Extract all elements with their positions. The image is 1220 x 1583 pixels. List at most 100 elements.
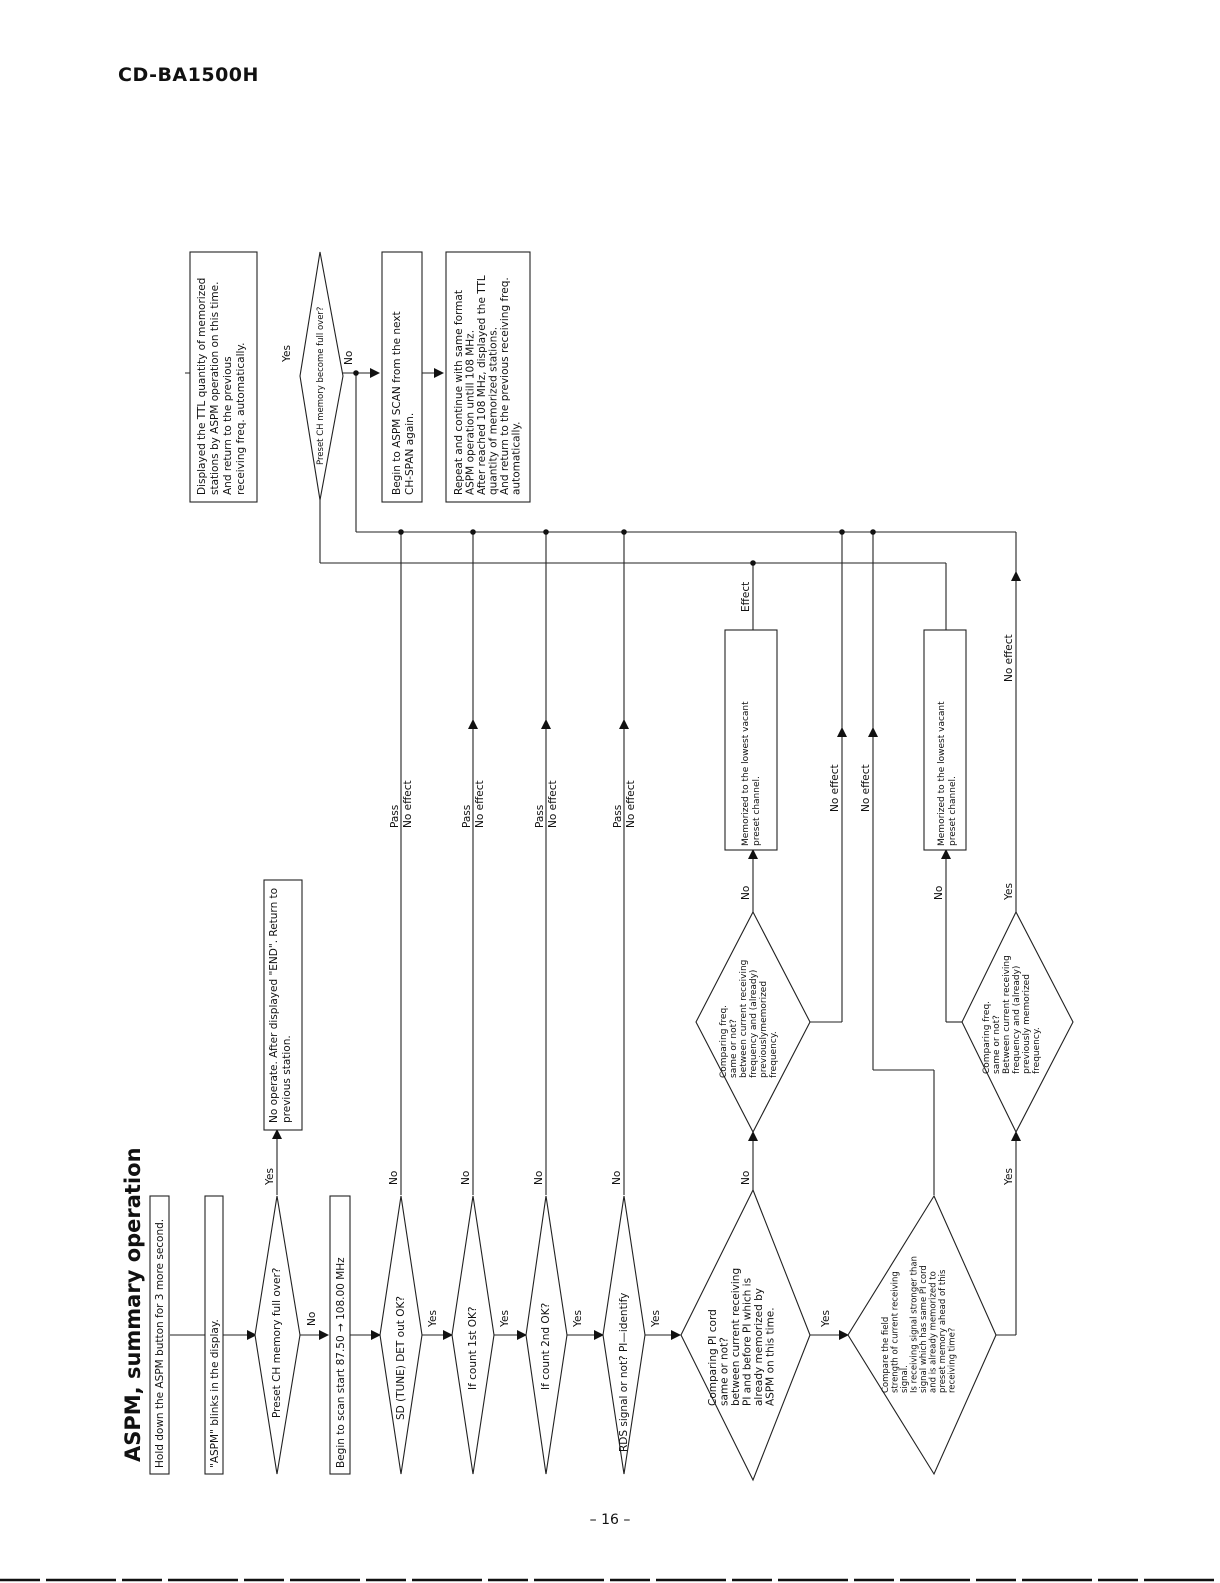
text-line: Comparing PI cord [707,1309,719,1406]
decision-count-2: If count 2nd OK? [525,1195,568,1475]
text-line: Begin to ASPM SCAN from the next [391,311,403,495]
text-line: Between current receiving [1002,955,1012,1074]
text-line: Memorized to the lowest vacant [741,701,751,846]
label-no: No [533,1171,545,1185]
label-effect: Effect [740,582,752,612]
text-line: previously memorized [1022,974,1032,1074]
label-yes: Yes [1003,1168,1015,1186]
text-line: CH-SPAN again. [404,413,416,495]
text-line: ASPM on this time. [765,1307,777,1406]
text-line: RDS signal or not? PI—identify [618,1293,630,1452]
label-pass: Pass [461,805,473,828]
text-line: Displayed the TTL quantity of memorized [196,278,208,495]
text-line: frequency and (already) [749,970,759,1078]
junction-dots [353,370,876,566]
text-line: ASPM operation untill 108 MHz. [465,330,477,495]
label-yes: Yes [499,1310,511,1328]
box-scan-start: Begin to scan start 87.50 → 108.00 MHz [329,1195,351,1475]
label-no: No [388,1171,400,1185]
text-line: Is receiving signal stronger than [910,1256,920,1393]
text-line: signal. [900,1365,910,1393]
text-line: Hold down the ASPM button for 3 more sec… [154,1219,166,1468]
text-line: preset channel. [948,776,958,846]
label-yes: Yes [427,1310,439,1328]
label-yes: Yes [1003,883,1015,901]
label-yes: Yes [264,1168,276,1186]
text-line: same or not? [719,1337,731,1406]
text-line: preset channel. [752,776,762,846]
text-line: Comparing freq. [982,1001,992,1074]
decision-preset-full-2: Preset CH memory become full over? [299,251,344,501]
text-line: frequency and (already) [1012,966,1022,1074]
decision-count-1: If count 1st OK? [451,1195,495,1475]
label-no-effect: No effect [829,764,841,812]
diagram-title: ASPM, summary operation [121,1147,145,1462]
text-line: between current receiving [739,960,749,1078]
label-pass: Pass [612,805,624,828]
label-no: No [343,351,355,365]
box-blinks: "ASPM" blinks in the display. [204,1195,224,1475]
text-line: stations by ASPM operation on this time. [209,282,221,495]
text-line: SD (TUNE) DET out OK? [395,1296,407,1420]
text-line: PI and before PI which is [742,1278,754,1406]
decision-compare-freq-1: Comparing freq.same or not?between curre… [695,910,811,1134]
label-no: No [933,886,945,900]
label-no-effect: No effect [625,780,637,828]
text-line: same or not? [729,1019,739,1078]
decision-rds: RDS signal or not? PI—identify [602,1195,646,1475]
text-line: signal which has same PI cord [919,1265,929,1393]
label-no: No [460,1171,472,1185]
label-no: No [306,1312,318,1326]
text-line: If count 2nd OK? [540,1303,552,1390]
flow-labels: Yes No Yes No No Yes Pass No effect No Y… [264,345,1015,1328]
flow-lines [170,368,1021,1340]
text-line: frequency. [769,1031,779,1078]
box-no-operate: No operate. After displayed "END". Retur… [263,879,303,1131]
page-number: – 16 – [589,1512,631,1528]
label-no-effect: No effect [1003,634,1015,682]
text-line: receiving time? [948,1328,958,1393]
decision-sd-det: SD (TUNE) DET out OK? [379,1195,423,1475]
label-no: No [740,1171,752,1185]
text-line: same or not? [992,1015,1002,1074]
text-line: "ASPM" blinks in the display. [209,1319,221,1468]
label-yes: Yes [572,1310,584,1328]
label-no: No [611,1171,623,1185]
label-pass: Pass [534,805,546,828]
text-line: Preset CH memory become full over? [316,307,326,465]
text-line: Begin to scan start 87.50 → 108.00 MHz [335,1257,347,1468]
label-yes: Yes [650,1310,662,1328]
label-yes: Yes [281,345,293,363]
text-line: quantity of memorized stations. [488,327,500,495]
label-yes: Yes [820,1310,832,1328]
text-line: and is already memorized to [929,1271,939,1393]
text-line: And return to the previous receiving fre… [499,277,511,495]
label-no: No [740,886,752,900]
bottom-border [0,1578,1220,1582]
text-line: preset memory ahead of this [938,1269,948,1393]
text-line: previouslymemorized [759,981,769,1078]
box-hold: Hold down the ASPM button for 3 more sec… [149,1195,170,1475]
decision-preset-full-1: Preset CH memory full over? [254,1195,301,1475]
text-line: Comparing freq. [719,1005,729,1078]
text-line: frequency. [1032,1027,1042,1074]
label-no-effect: No effect [474,780,486,828]
text-line: strength of current receiving [891,1271,901,1393]
text-line: No operate. After displayed "END". Retur… [268,888,280,1123]
text-line: If count 1st OK? [467,1307,479,1390]
text-line: And return to the previous [222,356,234,495]
text-line: After reached 108 MHz, displayed the TTL [476,275,488,495]
label-no-effect: No effect [402,780,414,828]
label-pass: Pass [389,805,401,828]
decision-compare-freq-2: Comparing freq.same or not?Between curre… [961,910,1074,1134]
text-line: Preset CH memory full over? [271,1268,283,1418]
text-line: automatically. [511,422,523,495]
